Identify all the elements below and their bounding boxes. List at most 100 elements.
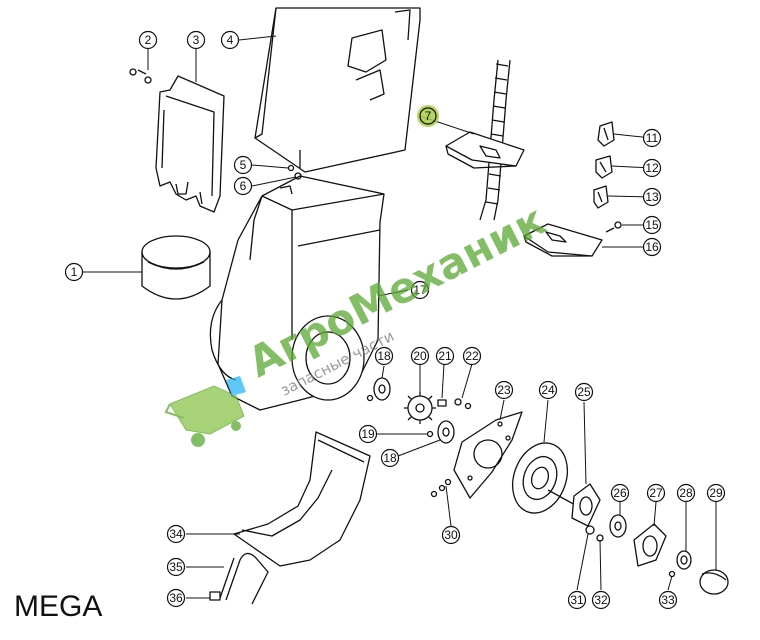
callout-36: 36 bbox=[166, 588, 186, 608]
callout-27: 27 bbox=[646, 483, 666, 503]
callout-2: 2 bbox=[138, 30, 158, 50]
svg-text:17: 17 bbox=[413, 283, 427, 297]
svg-text:19: 19 bbox=[361, 427, 375, 441]
part-21-key bbox=[437, 399, 447, 407]
svg-text:20: 20 bbox=[413, 349, 427, 363]
svg-text:4: 4 bbox=[227, 33, 234, 47]
svg-text:34: 34 bbox=[169, 527, 183, 541]
callout-18-lower: 18 bbox=[380, 448, 400, 468]
callout-34: 34 bbox=[166, 524, 186, 544]
part-29-cap bbox=[699, 569, 729, 595]
svg-text:24: 24 bbox=[541, 383, 555, 397]
part-6-washer bbox=[294, 172, 302, 180]
model-label: MEGA bbox=[14, 590, 103, 623]
callout-24: 24 bbox=[538, 380, 558, 400]
part-26-bearing bbox=[609, 514, 627, 538]
callout-28: 28 bbox=[676, 483, 696, 503]
callout-33: 33 bbox=[658, 590, 678, 610]
part-4-housing-panel bbox=[254, 7, 421, 173]
callout-31: 31 bbox=[567, 590, 587, 610]
callout-7-highlighted: 7 bbox=[417, 105, 439, 127]
part-36-nut bbox=[209, 591, 221, 601]
callout-16: 16 bbox=[642, 237, 662, 257]
part-31-washer bbox=[585, 525, 595, 535]
callout-4: 4 bbox=[220, 30, 240, 50]
callout-25: 25 bbox=[574, 382, 594, 402]
svg-text:6: 6 bbox=[240, 179, 247, 193]
callout-11: 11 bbox=[642, 128, 662, 148]
callout-13: 13 bbox=[642, 187, 662, 207]
svg-text:7: 7 bbox=[425, 109, 432, 123]
part-2-bolt bbox=[129, 68, 152, 84]
svg-text:32: 32 bbox=[594, 593, 608, 607]
part-12-link bbox=[595, 155, 613, 179]
callout-29: 29 bbox=[706, 483, 726, 503]
svg-text:25: 25 bbox=[577, 385, 591, 399]
svg-text:33: 33 bbox=[661, 593, 675, 607]
callout-12: 12 bbox=[642, 158, 662, 178]
part-16-paddle bbox=[523, 223, 603, 257]
svg-text:26: 26 bbox=[613, 486, 627, 500]
part-5-screw bbox=[287, 164, 295, 172]
part-22-bolt bbox=[454, 398, 472, 410]
watermark-harvester-logo bbox=[164, 376, 246, 447]
svg-text:18: 18 bbox=[377, 349, 391, 363]
callout-32: 32 bbox=[591, 590, 611, 610]
callout-21: 21 bbox=[435, 346, 455, 366]
part-18-bearing-lower bbox=[437, 420, 455, 444]
svg-text:28: 28 bbox=[679, 486, 693, 500]
callout-19: 19 bbox=[358, 424, 378, 444]
svg-text:2: 2 bbox=[145, 33, 152, 47]
part-20-sprocket bbox=[404, 392, 436, 424]
part-34-trough bbox=[233, 431, 371, 567]
svg-text:12: 12 bbox=[645, 161, 659, 175]
callout-18-upper: 18 bbox=[374, 346, 394, 366]
main-blower-housing bbox=[209, 175, 385, 411]
part-25-flange bbox=[571, 483, 601, 527]
callout-23: 23 bbox=[494, 380, 514, 400]
part-23-flange-plate bbox=[453, 411, 523, 499]
callout-22: 22 bbox=[462, 346, 482, 366]
svg-text:30: 30 bbox=[444, 528, 458, 542]
callout-15: 15 bbox=[642, 215, 662, 235]
callout-30: 30 bbox=[441, 525, 461, 545]
part-28-bearing bbox=[676, 550, 692, 570]
part-33-nut bbox=[668, 570, 676, 578]
part-15-screw bbox=[605, 221, 622, 233]
part-1-cylinder bbox=[141, 235, 211, 300]
svg-text:13: 13 bbox=[645, 190, 659, 204]
svg-text:36: 36 bbox=[169, 591, 183, 605]
svg-text:35: 35 bbox=[169, 560, 183, 574]
callout-20: 20 bbox=[410, 346, 430, 366]
part-24-disc bbox=[511, 442, 589, 514]
svg-text:1: 1 bbox=[71, 265, 78, 279]
svg-text:11: 11 bbox=[646, 131, 659, 145]
part-11-link bbox=[597, 121, 615, 147]
callout-17: 17 bbox=[410, 280, 430, 300]
callout-6: 6 bbox=[233, 176, 253, 196]
svg-text:27: 27 bbox=[649, 486, 663, 500]
part-13-link bbox=[593, 185, 609, 209]
callout-26: 26 bbox=[610, 483, 630, 503]
svg-text:5: 5 bbox=[240, 158, 247, 172]
part-35-u-bolt bbox=[219, 552, 269, 605]
svg-text:16: 16 bbox=[645, 240, 659, 254]
svg-text:21: 21 bbox=[438, 349, 452, 363]
callout-5: 5 bbox=[233, 155, 253, 175]
svg-text:22: 22 bbox=[465, 349, 479, 363]
callout-35: 35 bbox=[166, 557, 186, 577]
svg-text:23: 23 bbox=[497, 383, 511, 397]
svg-text:29: 29 bbox=[709, 486, 723, 500]
callout-3: 3 bbox=[186, 30, 206, 50]
part-3-plate bbox=[155, 75, 225, 213]
part-7-chain-paddle bbox=[445, 59, 525, 221]
part-30-bolts bbox=[430, 478, 452, 498]
svg-text:18: 18 bbox=[383, 451, 397, 465]
svg-text:3: 3 bbox=[193, 33, 200, 47]
part-18-bearing-upper bbox=[373, 377, 391, 401]
svg-text:15: 15 bbox=[645, 218, 659, 232]
part-27-flange bbox=[633, 523, 667, 567]
callout-1: 1 bbox=[64, 262, 84, 282]
svg-text:31: 31 bbox=[570, 593, 584, 607]
